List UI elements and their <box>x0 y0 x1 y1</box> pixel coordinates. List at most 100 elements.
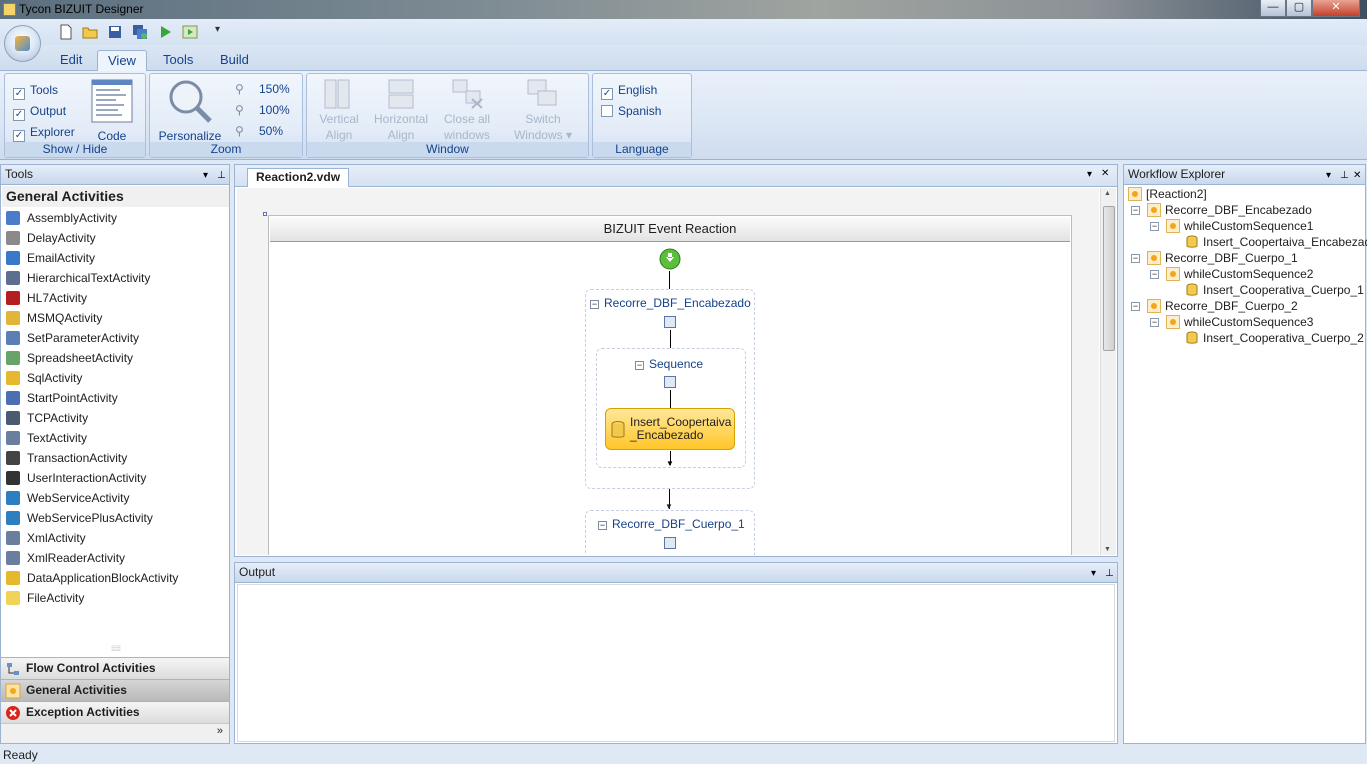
zoom-100[interactable]: ⚲100% <box>235 103 290 117</box>
tab-view[interactable]: View <box>97 50 147 71</box>
debug-run-icon[interactable] <box>182 24 198 40</box>
sequence-recorre-dbf-encabezado[interactable]: −Recorre_DBF_Encabezado −Sequence Insert… <box>585 289 755 489</box>
more-categories-icon[interactable]: » <box>216 725 223 737</box>
sequence-2-label[interactable]: −Recorre_DBF_Cuerpo_1 <box>598 517 745 531</box>
activity-insert-coopertaiva-encabezado[interactable]: Insert_Coopertaiva_Encabezado <box>605 408 735 450</box>
sequence-1-label[interactable]: −Recorre_DBF_Encabezado <box>590 296 751 310</box>
tree-node[interactable]: whileCustomSequence3 <box>1184 314 1313 330</box>
category-flow-control[interactable]: Flow Control Activities <box>1 657 229 679</box>
workflow-canvas[interactable]: BIZUIT Event Reaction −Recorre_DBF_Encab… <box>237 188 1099 555</box>
tab-edit[interactable]: Edit <box>60 52 83 67</box>
tool-item[interactable]: FileActivity <box>3 588 229 608</box>
category-general[interactable]: General Activities <box>1 679 229 701</box>
drop-target-icon[interactable] <box>664 537 676 549</box>
tree-node[interactable]: Recorre_DBF_Cuerpo_1 <box>1165 250 1298 266</box>
tree-expand-toggle[interactable]: − <box>1150 221 1159 231</box>
scroll-up-icon[interactable]: ▲ <box>1104 190 1111 197</box>
language-spanish[interactable]: Spanish <box>601 103 661 121</box>
tool-item[interactable]: TextActivity <box>3 428 229 448</box>
output-pin-icon[interactable]: ⊥ <box>1105 568 1114 579</box>
english-checkbox[interactable]: ✓ <box>601 88 613 100</box>
canvas-vertical-scrollbar[interactable]: ▲ ▼ <box>1100 188 1116 555</box>
new-file-icon[interactable] <box>58 24 74 40</box>
tool-item[interactable]: DataApplicationBlockActivity <box>3 568 229 588</box>
scroll-down-icon[interactable]: ▼ <box>1104 546 1111 553</box>
document-dropdown-icon[interactable]: ▾ <box>1087 169 1093 180</box>
run-icon[interactable] <box>157 24 173 40</box>
output-text-area[interactable] <box>237 584 1115 742</box>
drop-target-icon[interactable] <box>664 316 676 328</box>
collapse-toggle[interactable]: − <box>635 360 644 370</box>
tree-node[interactable]: Recorre_DBF_Cuerpo_2 <box>1165 298 1298 314</box>
application-menu-button[interactable] <box>4 25 41 62</box>
tree-expand-toggle[interactable]: − <box>1131 205 1140 215</box>
qat-customize-dropdown[interactable]: ▾ <box>215 24 221 35</box>
code-button-label[interactable]: Code <box>97 129 127 143</box>
save-icon[interactable] <box>107 24 123 40</box>
tool-item[interactable]: HL7Activity <box>3 288 229 308</box>
tool-item[interactable]: HierarchicalTextActivity <box>3 268 229 288</box>
tree-expand-toggle[interactable]: − <box>1150 269 1159 279</box>
collapse-toggle[interactable]: − <box>598 520 607 530</box>
tree-node[interactable]: [Reaction2] <box>1146 186 1207 202</box>
personalize-magnifier-icon[interactable] <box>166 77 214 125</box>
tool-item[interactable]: SetParameterActivity <box>3 328 229 348</box>
toggle-tools[interactable]: ✓Tools <box>13 83 59 100</box>
toggle-output[interactable]: ✓Output <box>13 104 67 121</box>
tree-node[interactable]: Insert_Cooperativa_Cuerpo_2 <box>1203 330 1364 346</box>
scroll-thumb[interactable] <box>1103 206 1115 351</box>
tools-pin-icon[interactable]: ⊥ <box>217 170 226 181</box>
tool-item[interactable]: XmlReaderActivity <box>3 548 229 568</box>
tool-item[interactable]: TransactionActivity <box>3 448 229 468</box>
explorer-dropdown-icon[interactable]: ▾ <box>1326 170 1332 181</box>
document-close-icon[interactable]: ✕ <box>1101 168 1110 179</box>
splitter-grip[interactable]: ⁞⁞⁞⁞⁞ <box>111 646 121 653</box>
tree-expand-toggle[interactable]: − <box>1131 253 1140 263</box>
tree-expand-toggle[interactable]: − <box>1150 317 1159 327</box>
tool-item[interactable]: XmlActivity <box>3 528 229 548</box>
maximize-button[interactable]: ▢ <box>1286 0 1312 17</box>
personalize-button-label[interactable]: Personalize <box>158 129 222 143</box>
tool-item[interactable]: DelayActivity <box>3 228 229 248</box>
zoom-50[interactable]: ⚲50% <box>235 124 284 138</box>
tree-node[interactable]: Insert_Cooperativa_Cuerpo_1 <box>1203 282 1364 298</box>
minimize-button[interactable]: — <box>1260 0 1286 17</box>
spanish-checkbox[interactable] <box>601 105 613 117</box>
open-folder-icon[interactable] <box>82 24 98 40</box>
tree-expand-toggle[interactable]: − <box>1131 301 1140 311</box>
sequence-inner-label[interactable]: −Sequence <box>635 357 704 371</box>
start-arrow-icon[interactable] <box>659 248 681 270</box>
tools-checkbox[interactable]: ✓ <box>13 88 25 100</box>
save-all-icon[interactable] <box>132 24 148 40</box>
output-checkbox[interactable]: ✓ <box>13 109 25 121</box>
tab-tools[interactable]: Tools <box>163 52 194 67</box>
output-dropdown-icon[interactable]: ▾ <box>1091 568 1097 579</box>
tree-node[interactable]: whileCustomSequence1 <box>1184 218 1313 234</box>
workflow-root[interactable]: BIZUIT Event Reaction −Recorre_DBF_Encab… <box>268 215 1072 555</box>
tool-item[interactable]: WebServiceActivity <box>3 488 229 508</box>
explorer-pin-icon[interactable]: ⊥ <box>1340 170 1349 181</box>
tool-item[interactable]: WebServicePlusActivity <box>3 508 229 528</box>
zoom-150[interactable]: ⚲150% <box>235 82 290 96</box>
toggle-explorer[interactable]: ✓Explorer <box>13 125 75 142</box>
explorer-close-icon[interactable]: ✕ <box>1353 170 1362 181</box>
tree-node[interactable]: Insert_Coopertaiva_Encabezado <box>1203 234 1367 250</box>
sequence-inner[interactable]: −Sequence Insert_Coopertaiva_Encabezado … <box>596 348 746 468</box>
selection-handle[interactable] <box>263 212 267 216</box>
tab-build[interactable]: Build <box>220 52 249 67</box>
tab-reaction2-vdw[interactable]: Reaction2.vdw <box>247 168 350 187</box>
sequence-recorre-dbf-cuerpo-1[interactable]: −Recorre_DBF_Cuerpo_1 <box>585 510 755 555</box>
tool-item[interactable]: StartPointActivity <box>3 388 229 408</box>
tree-node[interactable]: Recorre_DBF_Encabezado <box>1165 202 1312 218</box>
tool-item[interactable]: SqlActivity <box>3 368 229 388</box>
language-english[interactable]: ✓English <box>601 83 658 100</box>
close-window-button[interactable]: ✕ <box>1312 0 1360 17</box>
tool-item[interactable]: AssemblyActivity <box>3 208 229 228</box>
tree-node[interactable]: whileCustomSequence2 <box>1184 266 1313 282</box>
tool-item[interactable]: UserInteractionActivity <box>3 468 229 488</box>
collapse-toggle[interactable]: − <box>590 299 599 309</box>
tools-dropdown-icon[interactable]: ▾ <box>203 170 209 181</box>
code-view-icon[interactable] <box>91 79 133 123</box>
tool-item[interactable]: TCPActivity <box>3 408 229 428</box>
tool-item[interactable]: EmailActivity <box>3 248 229 268</box>
